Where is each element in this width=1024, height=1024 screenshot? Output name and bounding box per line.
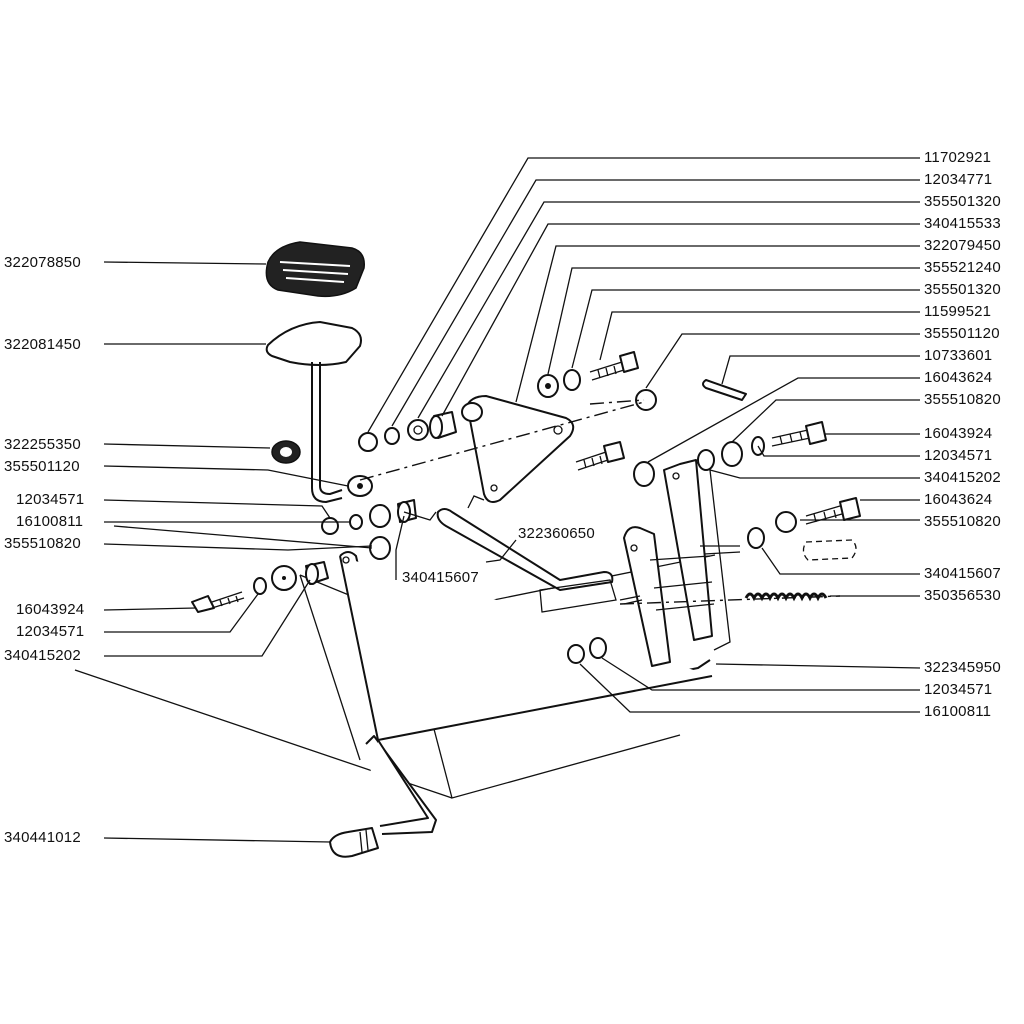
label-r16: 16043624 bbox=[924, 491, 992, 508]
label-r17: 355510820 bbox=[924, 513, 1001, 530]
label-bushing-left: 340415202 bbox=[4, 647, 81, 664]
label-bolt-left: 16043924 bbox=[16, 601, 84, 618]
label-r19: 350356530 bbox=[924, 587, 1001, 604]
label-r22: 16100811 bbox=[924, 703, 991, 720]
right-bolt-group bbox=[697, 421, 827, 471]
pedal-lever bbox=[265, 321, 362, 503]
axis-lines bbox=[359, 399, 841, 605]
right-bolt-lower bbox=[747, 497, 861, 549]
label-r06: 355521240 bbox=[924, 259, 1001, 276]
label-pedal-lever: 322081450 bbox=[4, 336, 81, 353]
label-r05: 322079450 bbox=[924, 237, 1001, 254]
label-lockwasher-left-1: 12034571 bbox=[16, 491, 84, 508]
label-r11: 16043624 bbox=[924, 369, 992, 386]
label-r02: 12034771 bbox=[924, 171, 992, 188]
linkage-arm bbox=[403, 495, 617, 613]
label-r01: 11702921 bbox=[924, 149, 991, 166]
part-labels: 322078850 322081450 322255350 355501120 … bbox=[4, 149, 1001, 846]
label-hand-lever: 340441012 bbox=[4, 829, 81, 846]
right-bolt-middle bbox=[575, 441, 655, 487]
label-linkage-arm: 322360650 bbox=[518, 525, 595, 542]
label-nut-left: 16100811 bbox=[16, 513, 83, 530]
hand-lever bbox=[329, 735, 437, 858]
label-r20: 322345950 bbox=[924, 659, 1001, 676]
label-r21: 12034571 bbox=[924, 681, 992, 698]
label-r10: 10733601 bbox=[924, 347, 992, 364]
label-r14: 12034571 bbox=[924, 447, 992, 464]
label-pedal-rubber: 322078850 bbox=[4, 254, 81, 271]
label-nut: 322255350 bbox=[4, 436, 81, 453]
pedal-rubber-pad bbox=[265, 241, 365, 298]
label-bushing-center: 340415607 bbox=[402, 569, 479, 586]
label-r03: 355501320 bbox=[924, 193, 1001, 210]
split-pin bbox=[702, 379, 747, 401]
label-r08: 11599521 bbox=[924, 303, 991, 320]
washer-row-upper bbox=[358, 411, 457, 452]
label-r04: 340415533 bbox=[924, 215, 1001, 232]
label-r15: 340415202 bbox=[924, 469, 1001, 486]
pivot-washers bbox=[321, 475, 417, 560]
label-r13: 16043924 bbox=[924, 425, 992, 442]
label-r09: 355501120 bbox=[924, 325, 1000, 342]
label-washer-left: 355501120 bbox=[4, 458, 80, 475]
triangle-bracket bbox=[461, 395, 575, 503]
label-r12: 355510820 bbox=[924, 391, 1001, 408]
cylinder-dash bbox=[802, 539, 857, 561]
label-r07: 355501320 bbox=[924, 281, 1001, 298]
right-bolt-upper bbox=[537, 351, 657, 411]
label-washer-left-2: 355510820 bbox=[4, 535, 81, 552]
main-frame bbox=[339, 459, 731, 741]
label-r18: 340415607 bbox=[924, 565, 1001, 582]
label-lockwasher-left-2: 12034571 bbox=[16, 623, 84, 640]
lower-washers bbox=[567, 637, 607, 664]
nut-part bbox=[271, 440, 301, 464]
pin-parts bbox=[619, 545, 741, 605]
left-bolt-group bbox=[191, 561, 329, 613]
leader-lines bbox=[103, 157, 921, 843]
